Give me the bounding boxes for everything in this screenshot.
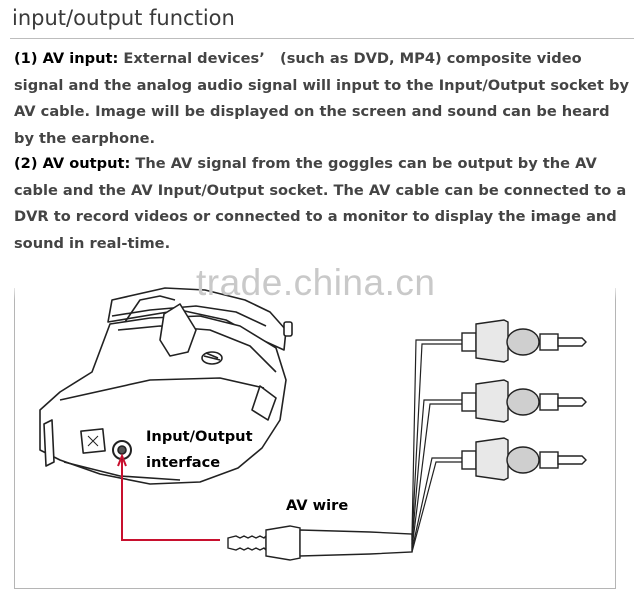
av-output-paragraph: (2) AV output: The AV signal from the go…: [14, 151, 634, 257]
rca-connector-2: [461, 379, 587, 423]
diagram-frame: [14, 288, 616, 589]
rca-connector-3: [461, 437, 587, 481]
av-input-label: (1) AV input:: [14, 50, 119, 67]
wire-label: AV wire: [286, 497, 349, 514]
av-output-label: (2) AV output:: [14, 155, 131, 172]
arrow-line: [121, 460, 220, 541]
page-title: input/output function: [12, 6, 235, 30]
av-output-text: The AV signal from the goggles can be ou…: [14, 155, 627, 252]
socket-arrow: [117, 453, 220, 541]
frame-fade-left: [8, 282, 20, 300]
av-input-text: External devices’ (such as DVD, MP4) com…: [14, 50, 629, 147]
av-plug: [227, 525, 413, 561]
rca-connectors: [461, 319, 587, 481]
av-cable: [411, 339, 462, 553]
av-input-paragraph: (1) AV input: External devices’ (such as…: [14, 46, 634, 152]
arrow-head: [117, 453, 127, 467]
title-divider: [10, 38, 634, 39]
frame-fade-right: [608, 282, 620, 300]
watermark: trade.china.cn: [196, 262, 436, 303]
goggles-illustration: [39, 287, 293, 485]
socket-label-line2: interface: [146, 454, 221, 471]
socket-label-line1: Input/Output: [146, 428, 253, 445]
rca-connector-1: [461, 319, 587, 363]
